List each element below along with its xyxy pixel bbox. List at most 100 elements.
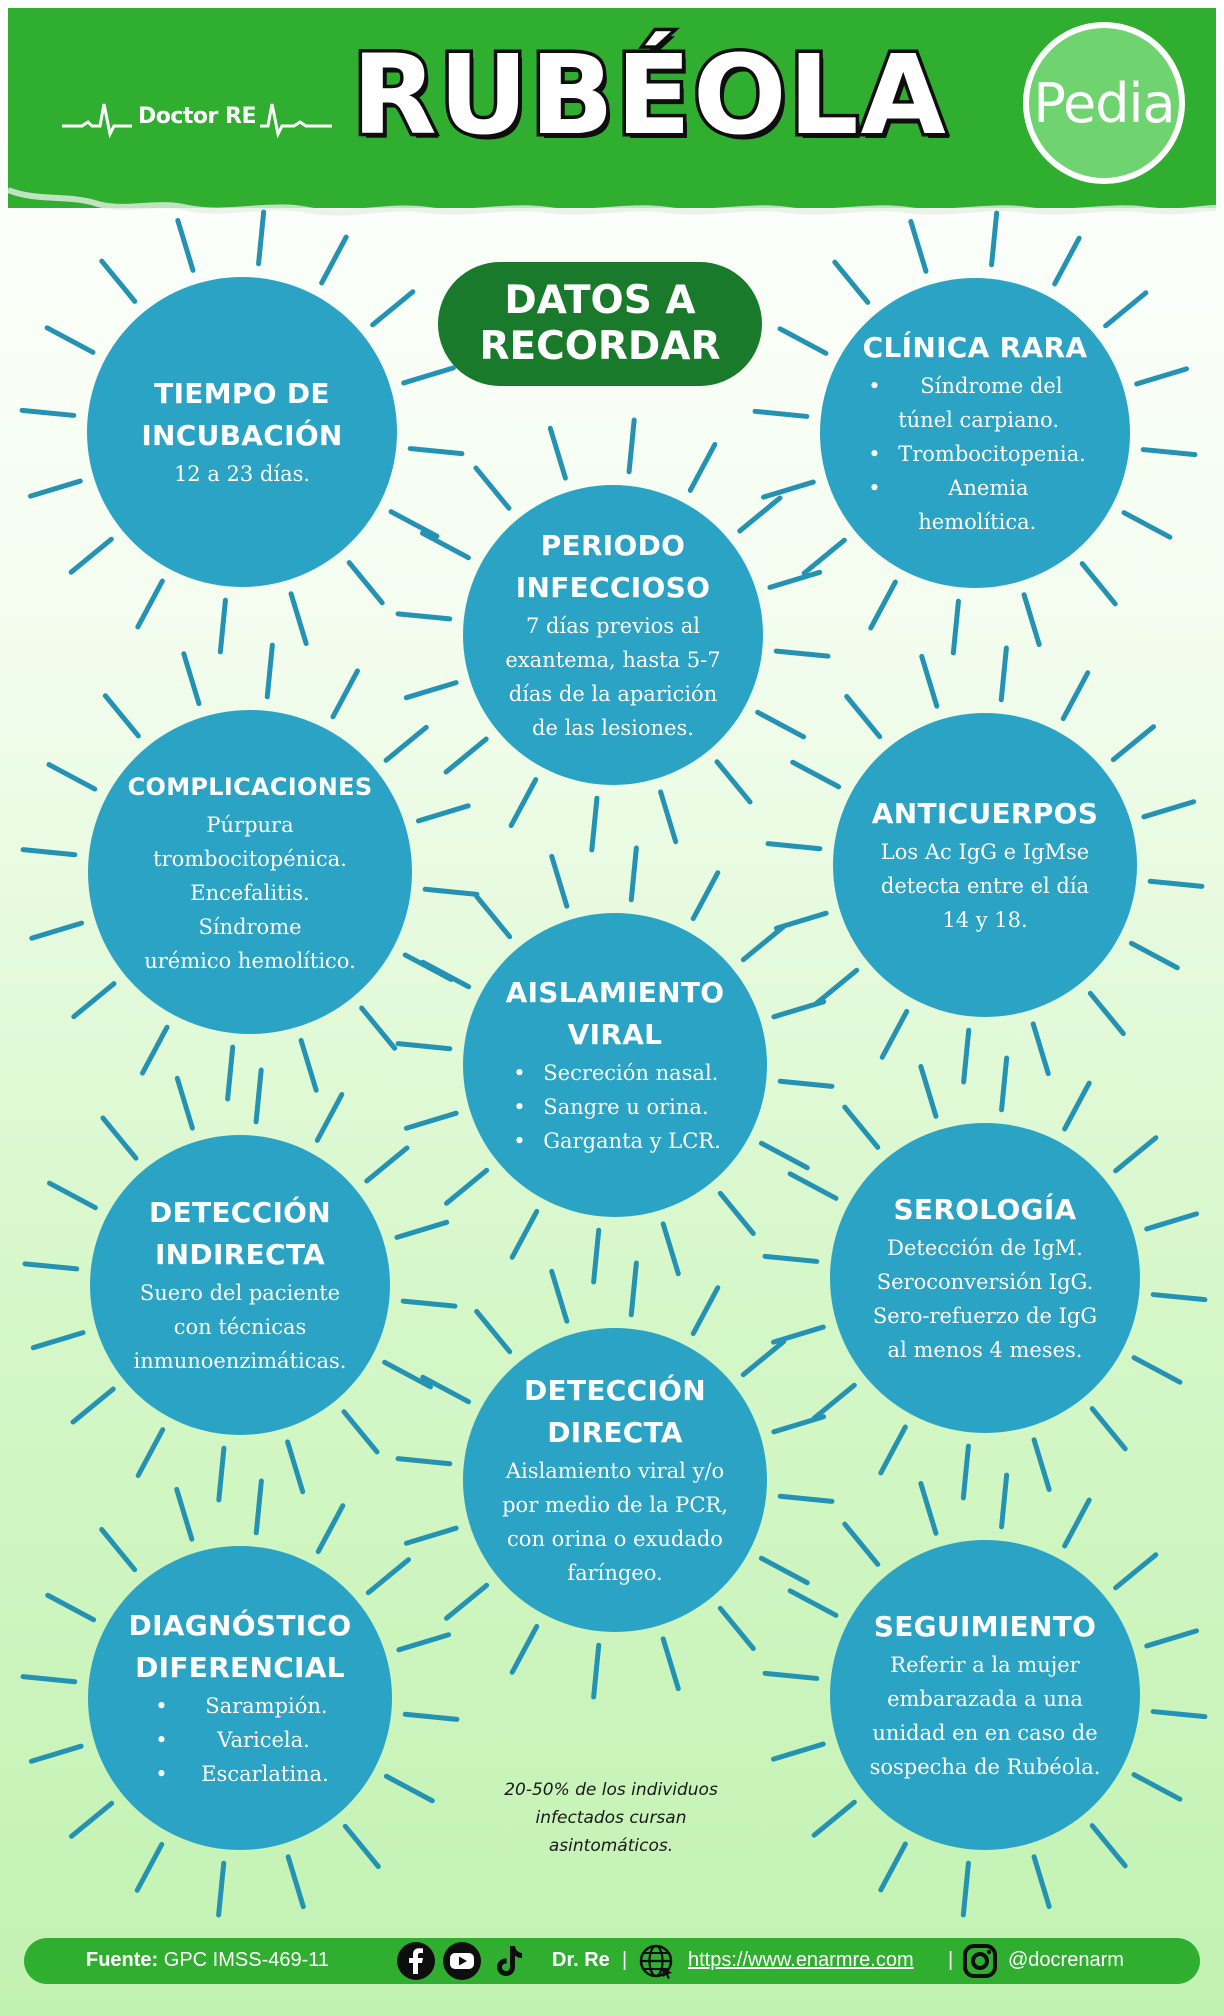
- sun-ray: [217, 597, 228, 655]
- sun-rays: [20, 642, 480, 1102]
- sun-ray: [765, 841, 823, 852]
- sun-ray: [19, 407, 77, 418]
- sun-ray: [415, 803, 471, 824]
- sun-ray: [660, 1221, 681, 1277]
- sun-ray: [547, 425, 568, 481]
- facebook-icon[interactable]: [396, 1941, 436, 1981]
- sun-ray: [1134, 366, 1189, 387]
- sun-ray: [443, 1167, 490, 1206]
- sun-ray: [878, 1424, 908, 1476]
- card-disc: DETECCIÓN INDIRECTA Suero del paciente c…: [90, 1135, 390, 1435]
- card-title: INFECCIOSO: [515, 571, 711, 604]
- card-disc: DETECCIÓN DIRECTA Aislamiento viral y/o …: [463, 1328, 767, 1632]
- header-paint-edge: [8, 150, 1216, 216]
- list-item-text: Sarampión.: [205, 1694, 328, 1718]
- list-item: Sarampión.: [151, 1689, 329, 1723]
- card-disc: DIAGNÓSTICO DIFERENCIAL Sarampión. Varic…: [88, 1546, 392, 1850]
- instagram-handle[interactable]: @docrenarm: [1008, 1949, 1124, 1971]
- sun-ray: [771, 999, 827, 1020]
- sun-ray: [383, 724, 429, 763]
- sun-ray: [47, 1180, 98, 1211]
- sun-ray: [99, 1526, 138, 1573]
- sun-ray: [341, 1409, 380, 1455]
- card-body: de las lesiones.: [532, 716, 694, 740]
- sun-ray: [140, 1024, 170, 1076]
- sun-ray: [777, 1078, 835, 1089]
- sun-rays: [762, 1472, 1208, 1918]
- card-list: Sarampión. Varicela. Escarlatina.: [151, 1689, 329, 1791]
- list-item-text: Trombocitopenia.: [898, 442, 1086, 466]
- card-disc: SEGUIMIENTO Referir a la mujer embarazad…: [830, 1540, 1140, 1850]
- sun-ray: [777, 1493, 835, 1504]
- sun-ray: [1062, 1080, 1092, 1132]
- sun-ray: [330, 668, 360, 720]
- card-body: 12 a 23 días.: [173, 462, 311, 486]
- sun-ray: [28, 478, 83, 499]
- sun-ray: [403, 1110, 459, 1131]
- youtube-icon[interactable]: [442, 1941, 482, 1981]
- sun-ray: [403, 680, 459, 701]
- sun-ray: [1150, 1292, 1208, 1303]
- sun-ray: [549, 853, 570, 909]
- sun-ray: [394, 1219, 450, 1240]
- sun-ray: [285, 1439, 306, 1495]
- note-line: infectados cursan: [535, 1808, 687, 1828]
- note-line: asintomáticos.: [548, 1836, 674, 1856]
- sun-ray: [771, 1741, 826, 1762]
- sun-ray: [1141, 799, 1197, 820]
- sun-ray: [761, 479, 816, 500]
- sun-ray: [264, 642, 275, 700]
- sun-ray: [1121, 510, 1173, 540]
- sun-ray: [690, 870, 721, 922]
- footer-bar: Fuente: GPC IMSS-469-11 Dr. Re | https:/…: [24, 1938, 1200, 1984]
- sun-ray: [99, 258, 138, 304]
- heartbeat-icon: [62, 103, 332, 138]
- list-item: Secreción nasal.: [509, 1056, 721, 1090]
- card-body: 7 días previos al: [526, 614, 700, 638]
- sun-ray: [256, 209, 267, 267]
- sun-ray: [30, 1330, 86, 1351]
- website-link[interactable]: https://www.enarmre.com: [688, 1949, 914, 1971]
- sun-ray: [46, 762, 98, 792]
- sun-ray: [787, 1171, 839, 1201]
- sun-ray: [832, 259, 871, 305]
- card-body: unidad en en caso de: [872, 1721, 1098, 1745]
- sun-ray: [811, 1382, 857, 1421]
- sun-ray: [315, 1503, 346, 1555]
- sun-rays: [20, 1478, 460, 1918]
- sun-ray: [285, 1854, 306, 1910]
- sun-ray: [549, 1268, 570, 1324]
- card-title: SEROLOGÍA: [893, 1193, 1077, 1226]
- card-body: por medio de la PCR,: [502, 1493, 728, 1517]
- list-item: Sangre u orina.: [509, 1090, 721, 1124]
- sun-ray: [628, 1260, 639, 1318]
- sun-ray: [714, 759, 753, 805]
- sun-ray: [288, 591, 309, 646]
- sun-ray: [1089, 1406, 1128, 1452]
- sun-ray: [388, 509, 440, 539]
- sun-ray: [690, 1285, 721, 1337]
- card-title: AISLAMIENTO: [505, 976, 725, 1009]
- sun-rays: [752, 210, 1198, 656]
- sun-ray: [1103, 290, 1149, 329]
- card-body: 14 y 18.: [942, 908, 1028, 932]
- card-title: INCUBACIÓN: [141, 419, 343, 452]
- sun-ray: [174, 1075, 195, 1131]
- source-value: GPC IMSS-469-11: [163, 1949, 330, 1971]
- sun-ray: [383, 1773, 435, 1804]
- sun-ray: [45, 1592, 97, 1623]
- instagram-icon[interactable]: [960, 1941, 1000, 1981]
- sun-ray: [1131, 1355, 1183, 1385]
- sun-ray: [216, 1445, 227, 1503]
- logo-text: Doctor RE: [134, 104, 261, 129]
- tiktok-icon[interactable]: [488, 1941, 528, 1981]
- sun-ray: [908, 219, 929, 274]
- source-label: Fuente:: [86, 1949, 159, 1971]
- sun-ray: [999, 1472, 1010, 1530]
- sun-ray: [687, 442, 718, 493]
- sun-ray: [658, 789, 679, 845]
- sun-ray: [740, 924, 787, 963]
- sun-ray: [420, 530, 471, 561]
- sun-ray: [842, 1104, 881, 1150]
- card-disc: SEROLOGÍA Detección de IgM. Seroconversi…: [830, 1123, 1140, 1433]
